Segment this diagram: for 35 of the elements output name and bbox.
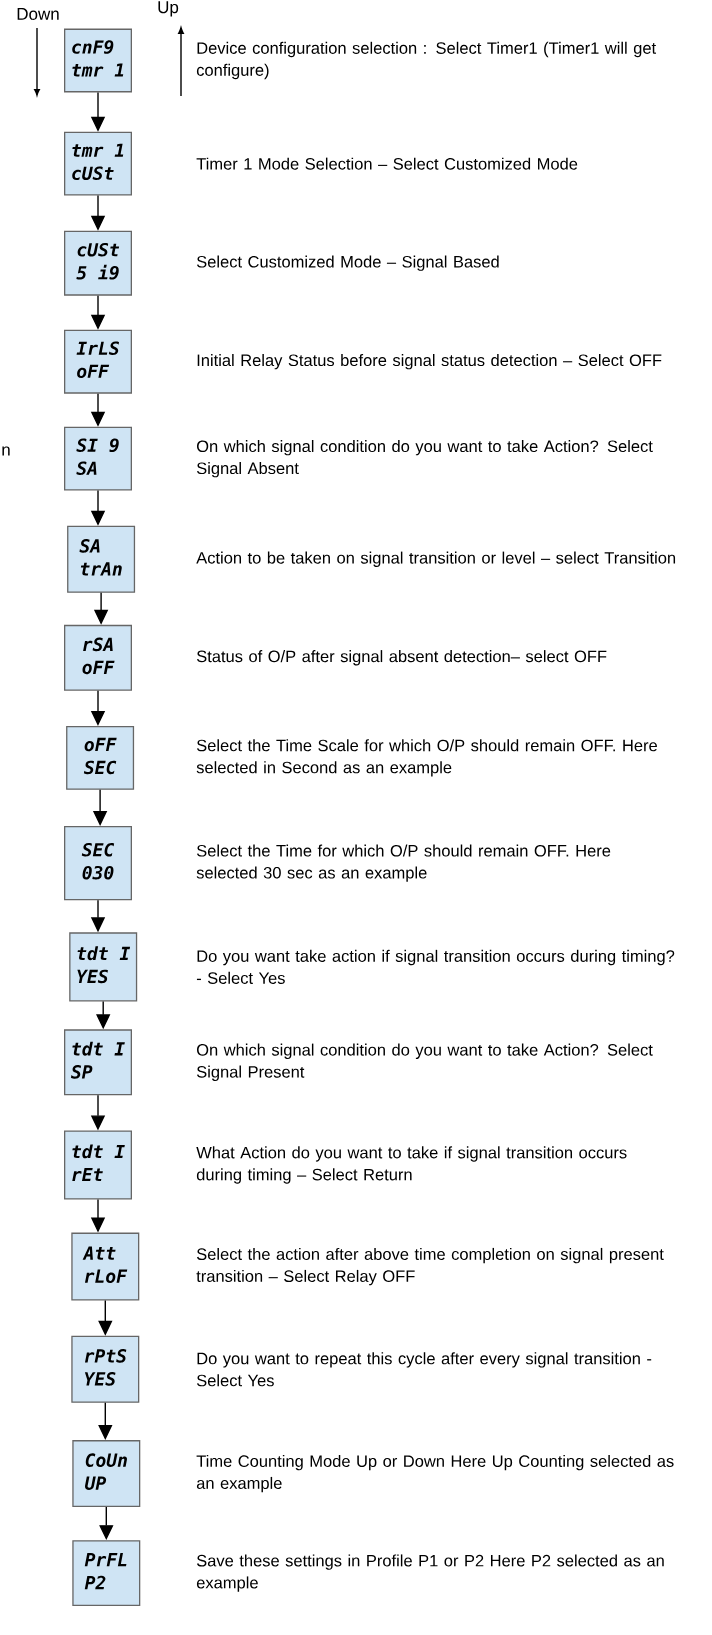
display-box: tdt I rEt <box>64 1130 132 1200</box>
display-box: cnF9 tmr 1 <box>64 28 132 93</box>
description-text: Status of O/P after signal absent detection– select OFF <box>196 650 607 666</box>
display-box: SA trAn <box>67 525 136 593</box>
description-text: Initial Relay Status before signal status detection – Select OFF <box>197 354 662 370</box>
display-box: tdt I SP <box>64 1029 132 1096</box>
display-box: PrFL P2 <box>72 1540 141 1607</box>
direction-label: Up <box>158 1 179 17</box>
display-box: rPtS YES <box>71 1335 140 1403</box>
description-text: Save these settings in Profile P1 or P2 Here P2 selected as an example <box>196 1554 664 1592</box>
description-text: Select the action after above time completion on signal present transition – Select Relay OFF <box>196 1247 664 1286</box>
display-box: Att rLoF <box>71 1232 140 1301</box>
display-box: IrLS oFF <box>64 329 132 394</box>
description-text: Select the Time Scale for which O/P should remain OFF. Here selected in Second as an example <box>196 739 657 777</box>
description-text: On which signal condition do you want to take Action? Select Signal Absent <box>196 440 653 478</box>
description-text: Select Customized Mode – Signal Based <box>196 255 499 271</box>
description-text: Time Counting Mode Up or Down Here Up Counting selected as an example <box>196 1454 674 1493</box>
display-box: rSA oFF <box>64 624 132 691</box>
description-text: Do you want to repeat this cycle after every signal transition - Select Yes <box>196 1352 652 1387</box>
description-text: Select the Time for which O/P should remain OFF. Here selected 30 sec as an example <box>196 844 611 882</box>
description-text: On which signal condition do you want to take Action? Select Signal Present <box>196 1043 653 1081</box>
description-text: What Action do you want to take if signal transition occurs during timing – Select Return <box>196 1146 627 1184</box>
description-text: Device configuration selection : Select Timer1 (Timer1 will get configure) <box>196 41 656 80</box>
description-text: Do you want take action if signal transition occurs during timing? - Select Yes <box>196 949 675 984</box>
direction-label: Down <box>17 8 59 20</box>
description-text: Timer 1 Mode Selection – Select Customized Mode <box>196 157 578 170</box>
direction-label: n <box>2 446 10 456</box>
display-box: tmr 1 cUSt <box>64 131 132 196</box>
display-box: oFF SEC <box>66 725 135 790</box>
display-box: tdt I YES <box>69 932 138 1002</box>
description-text: Action to be taken on signal transition or level – select Transition <box>196 551 676 567</box>
display-box: SEC 030 <box>64 826 132 901</box>
display-box: cUSt 5 i9 <box>64 230 132 296</box>
display-box: CoUn UP <box>72 1440 141 1508</box>
display-box: SI 9 SA <box>64 426 132 491</box>
